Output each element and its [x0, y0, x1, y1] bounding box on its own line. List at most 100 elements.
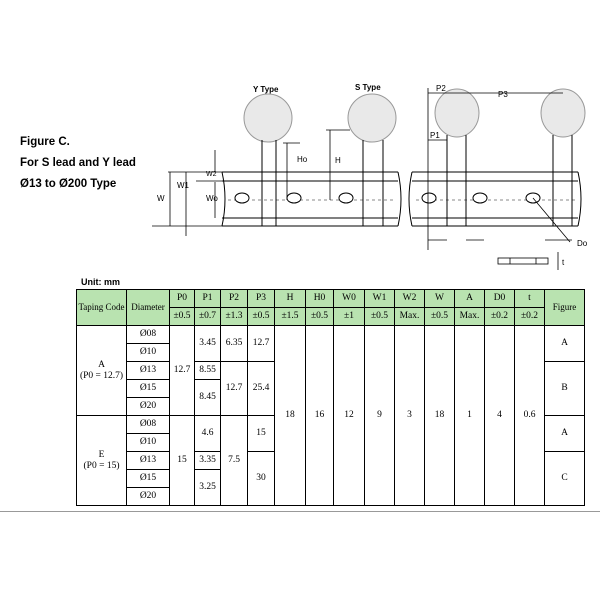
tol-t: ±0.2	[514, 307, 545, 326]
header-a: A	[454, 289, 485, 308]
header-w: W	[424, 289, 455, 308]
p3-label: P3	[498, 90, 508, 99]
diameter-cell: Ø20	[126, 487, 170, 506]
right-sprocket-holes	[421, 192, 541, 204]
p1-a-3: 8.45	[194, 379, 221, 416]
t-common: 0.6	[514, 325, 545, 506]
w-label: W	[157, 194, 165, 203]
table-row: Ø13 3.35 30 C	[77, 451, 585, 506]
diameter-cell: Ø20	[126, 397, 170, 416]
diameter-cell: Ø13	[126, 361, 170, 380]
s-type-capacitor	[347, 93, 397, 226]
tol-p0: ±0.5	[169, 307, 195, 326]
diameter-cell: Ø08	[126, 325, 170, 344]
p1-label: P1	[430, 131, 440, 140]
code-a-cell: A (P0 = 12.7)	[76, 325, 127, 416]
header-row: Taping Code Diameter P0 P1 P2 P3 H H0 W0…	[76, 289, 585, 326]
taping-spec-table: Taping Code Diameter P0 P1 P2 P3 H H0 W0…	[76, 289, 585, 506]
thickness-detail	[497, 252, 559, 270]
tol-a: Max.	[454, 307, 485, 326]
taping-diagram: Y Type S Type Ho H W2 W1 W Wo	[152, 83, 588, 270]
w0-common: 12	[333, 325, 365, 506]
header-w0: W0	[333, 289, 365, 308]
tol-p2: ±1.3	[220, 307, 248, 326]
tol-h0: ±0.5	[305, 307, 334, 326]
p2-a-1: 6.35	[220, 325, 248, 362]
p2-label: P2	[436, 84, 446, 93]
p3-e-1: 15	[247, 415, 275, 452]
p3-a-1: 12.7	[247, 325, 275, 362]
code-a-note: (P0 = 12.7)	[79, 370, 124, 381]
p1-e-3: 3.25	[194, 469, 221, 506]
p3-e-2: 30	[247, 451, 275, 506]
wo-label: Wo	[206, 194, 218, 203]
header-p1: P1	[194, 289, 221, 308]
code-a: A	[98, 360, 105, 371]
t-label: t	[562, 258, 565, 267]
tol-p3: ±0.5	[247, 307, 275, 326]
table-row: Ø15 3.25	[77, 469, 585, 506]
diameter-cell: Ø08	[126, 415, 170, 434]
a-common: 1	[454, 325, 485, 506]
tol-w0: ±1	[333, 307, 365, 326]
y-type-label: Y Type	[253, 85, 279, 94]
tolerance-row: ±0.5 ±0.7 ±1.3 ±0.5 ±1.5 ±0.5 ±1 ±0.5 Ma…	[77, 307, 585, 326]
figure-a-2: B	[544, 361, 585, 416]
p3-a-2: 25.4	[247, 361, 275, 416]
tol-w1: ±0.5	[364, 307, 395, 326]
header-t: t	[514, 289, 545, 308]
bottom-rule	[0, 511, 600, 512]
w1-label: W1	[177, 181, 190, 190]
header-h: H	[274, 289, 306, 308]
p1-e-2: 3.35	[194, 451, 221, 470]
figure-title: Figure C.	[20, 136, 70, 148]
left-sprocket-holes	[234, 192, 354, 204]
header-w1: W1	[364, 289, 395, 308]
h0-common: 16	[305, 325, 334, 506]
tol-w2: Max.	[394, 307, 425, 326]
left-tape	[221, 171, 402, 227]
tol-p1: ±0.7	[194, 307, 221, 326]
header-h0: H0	[305, 289, 334, 308]
figure-title-block: Figure C. For S lead and Y lead Ø13 to Ø…	[20, 132, 136, 195]
tol-d0: ±0.2	[484, 307, 515, 326]
table-row: A (P0 = 12.7) Ø08 12.7 3.45 6.35 12.7 18…	[76, 325, 585, 506]
table-row: Ø13 8.55 12.7 25.4 B	[77, 361, 585, 416]
h-common: 18	[274, 325, 306, 506]
diameter-cell: Ø10	[126, 343, 170, 362]
table-row: E (P0 = 15) Ø08 15 4.6 7.5 15 A	[76, 415, 585, 506]
header-taping-code: Taping Code	[76, 289, 127, 326]
diameter-cell: Ø15	[126, 379, 170, 398]
figure-e-1: A	[544, 415, 585, 452]
header-w2: W2	[394, 289, 425, 308]
w-common: 18	[424, 325, 455, 506]
header-p0: P0	[169, 289, 195, 308]
p1-a-1: 3.45	[194, 325, 221, 362]
d0-common: 4	[484, 325, 515, 506]
do-label: Do	[577, 239, 588, 248]
unit-label: Unit: mm	[81, 277, 120, 287]
height-dimensions	[283, 129, 350, 200]
w2-common: 3	[394, 325, 425, 506]
code-e-note: (P0 = 15)	[83, 460, 120, 471]
header-d0: D0	[484, 289, 515, 308]
figure-subtitle: For S lead and Y lead	[20, 157, 136, 169]
diameter-cell: Ø10	[126, 433, 170, 452]
header-diameter: Diameter	[126, 289, 170, 326]
tol-w: ±0.5	[424, 307, 455, 326]
h-label: H	[335, 156, 341, 165]
figure-range: Ø13 to Ø200 Type	[20, 178, 117, 190]
code-e-cell: E (P0 = 15)	[76, 415, 127, 506]
p1-a-2: 8.55	[194, 361, 221, 380]
p2-a-2: 12.7	[220, 361, 248, 416]
table-row: Ø15 8.45	[77, 379, 585, 416]
code-e: E	[98, 450, 105, 461]
y-type-capacitor	[243, 93, 293, 226]
p0-a: 12.7	[169, 325, 195, 416]
right-capacitors	[434, 88, 586, 226]
pitch-dimensions	[427, 88, 572, 250]
figure-a-1: A	[544, 325, 585, 362]
figure-e-2: C	[544, 451, 585, 506]
p2-e: 7.5	[220, 415, 248, 506]
header-p2: P2	[220, 289, 248, 308]
